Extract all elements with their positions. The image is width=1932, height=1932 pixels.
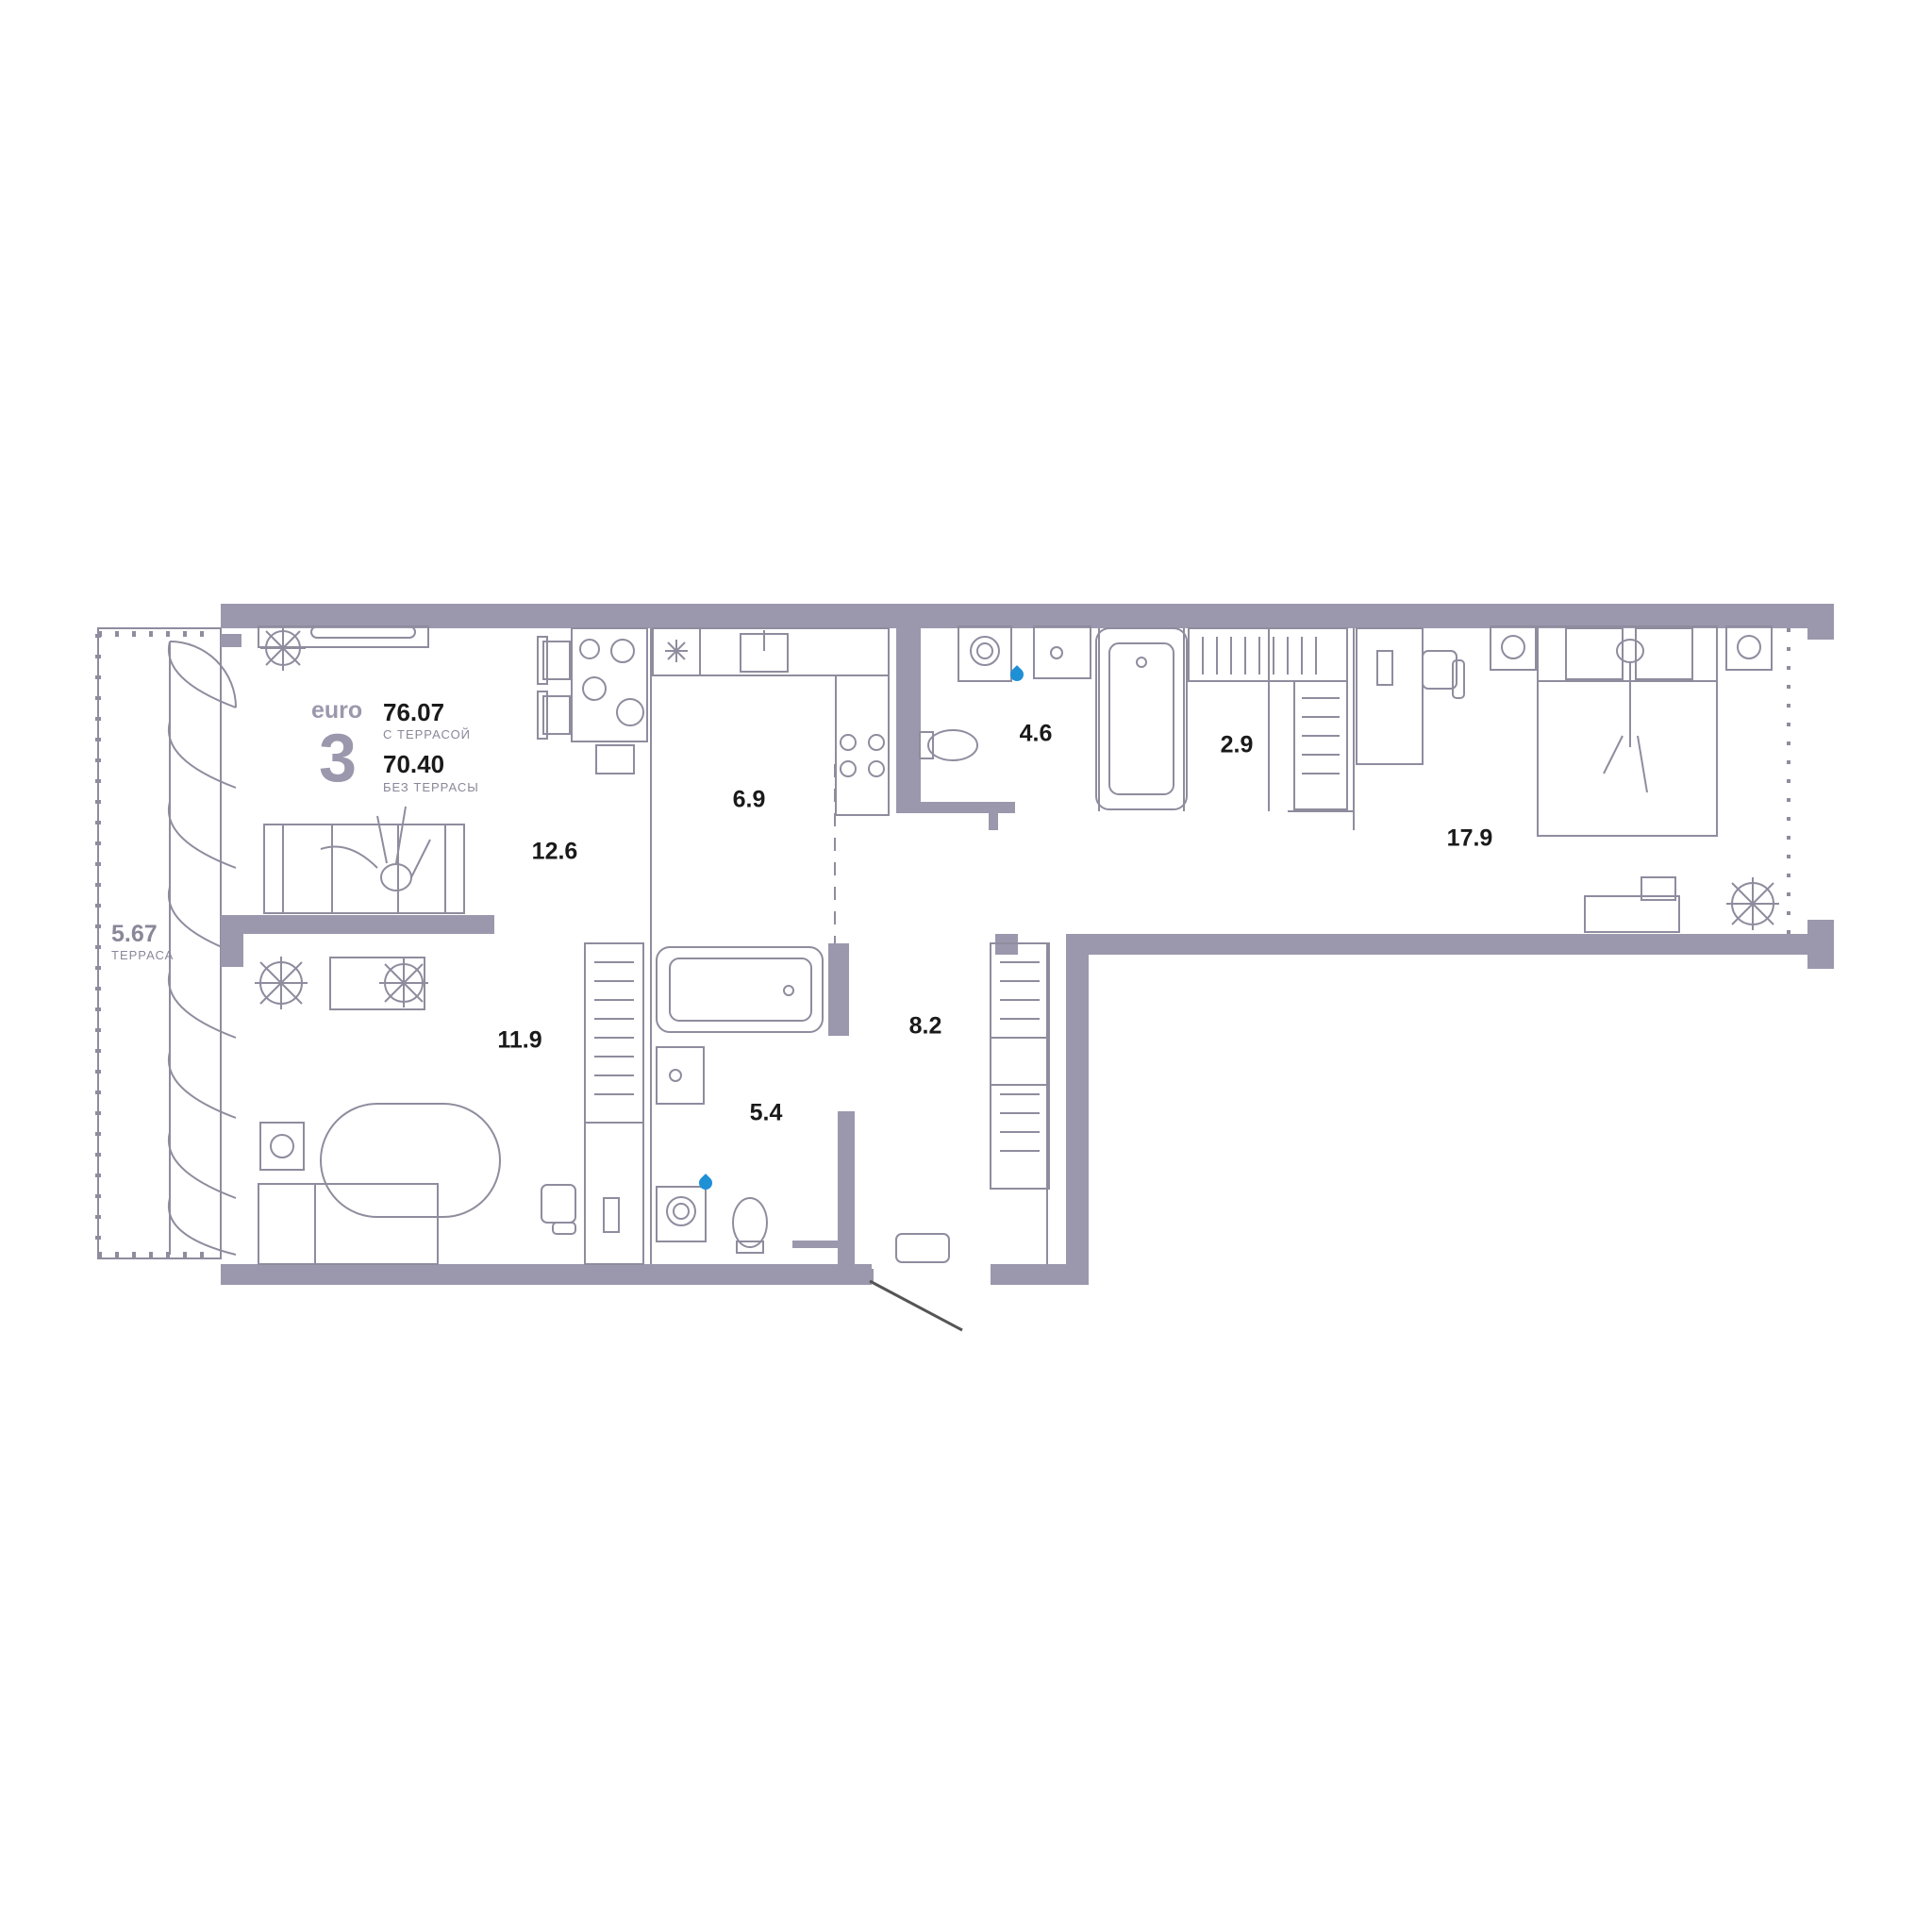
terrace-name: ТЕРРАСА [111, 948, 175, 962]
terrace-area: 5.67 [111, 921, 158, 947]
wardrobe-icon [584, 942, 644, 1124]
area-without-terrace-note: БЕЗ ТЕРРАСЫ [383, 780, 479, 794]
rug [320, 1103, 501, 1218]
wardrobe-icon [990, 942, 1050, 1190]
doormat [895, 1233, 950, 1263]
chair-icon [541, 1184, 576, 1235]
kitchen-counter [699, 627, 890, 676]
desk-icon [1356, 627, 1424, 765]
chair-icon [537, 636, 571, 685]
entrance-door-icon [869, 1279, 963, 1332]
sofa-icon [258, 1183, 439, 1265]
nightstand-icon [1490, 625, 1537, 671]
room-area-bedroom: 17.9 [1446, 824, 1493, 852]
fridge-icon [652, 627, 701, 676]
plant-icon [1726, 877, 1779, 930]
nightstand-icon [1725, 625, 1773, 671]
toilet-icon [732, 1197, 768, 1254]
kitchen-counter-side [835, 675, 890, 816]
plant-icon [379, 958, 428, 1008]
chair-icon [1422, 650, 1465, 699]
sink-icon [740, 630, 789, 673]
chair-icon [537, 691, 571, 740]
wardrobe-icon [1188, 627, 1348, 810]
toilet-icon [919, 729, 978, 761]
terrace-doors [167, 641, 237, 1256]
area-with-terrace-note: С ТЕРРАСОЙ [383, 727, 472, 741]
desk-icon [584, 1122, 644, 1265]
room-area-hall: 8.2 [908, 1012, 942, 1040]
bed-icon [1537, 625, 1718, 837]
nightstand-icon [259, 1122, 305, 1171]
person-icon [320, 806, 431, 891]
room-area-room-2: 11.9 [497, 1026, 542, 1054]
room-area-kitchen: 6.9 [732, 786, 766, 813]
sink-icon [1033, 625, 1091, 679]
washing-machine-icon [958, 625, 1012, 682]
area-with-terrace: 76.07 [383, 698, 445, 726]
plant-icon [255, 957, 308, 1009]
room-area-bathroom-2: 5.4 [749, 1099, 783, 1126]
washing-machine-icon [656, 1186, 707, 1242]
sofa-icon [263, 824, 465, 914]
area-without-terrace: 70.40 [383, 750, 445, 778]
coffee-table [329, 957, 425, 1010]
bathtub-icon [1095, 627, 1188, 810]
apartment-type-label: euro [311, 697, 363, 724]
room-area-living: 12.6 [531, 838, 578, 865]
walls [221, 604, 1834, 1285]
plant-icon [260, 625, 306, 671]
sink-icon [656, 1046, 705, 1105]
dresser-icon [1584, 876, 1680, 933]
stove-icon [840, 734, 885, 777]
person-icon [1603, 639, 1648, 793]
dining-table [571, 627, 648, 774]
bathtub-icon [656, 946, 824, 1033]
room-area-bathroom-1: 4.6 [1019, 720, 1053, 747]
tv-icon [258, 625, 429, 648]
apartment-rooms: 3 [319, 721, 358, 796]
room-area-wardrobe: 2.9 [1220, 731, 1254, 758]
